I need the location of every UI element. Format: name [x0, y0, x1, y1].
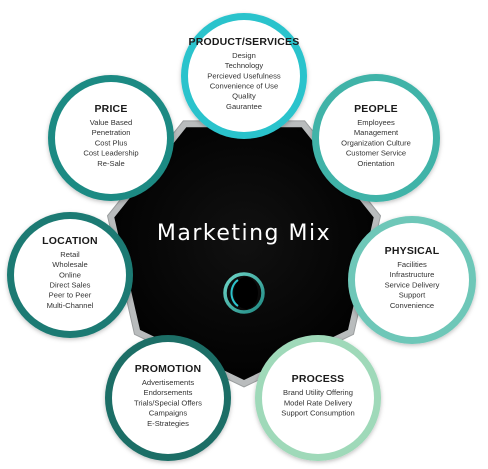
segment-item: Design	[232, 51, 256, 60]
segment-item: Management	[354, 128, 399, 137]
segment-item: Peer to Peer	[49, 291, 92, 300]
segment-title: PHYSICAL	[385, 245, 440, 257]
segment-face	[112, 342, 224, 454]
segment-item: Cost Plus	[95, 138, 128, 147]
segment-item: Organization Culture	[341, 138, 411, 147]
segment-face	[14, 219, 126, 331]
segment-item: Penetration	[92, 128, 131, 137]
segment-item: Brand Utility Offering	[283, 388, 353, 397]
segment-item: Multi-Channel	[47, 301, 94, 310]
segment-item: Support	[399, 291, 426, 300]
segment-face	[188, 20, 300, 132]
segment-title: LOCATION	[42, 235, 98, 247]
hub-body	[114, 127, 374, 380]
segment-item: Percieved Usefulness	[207, 71, 281, 80]
segment-item: Infrastructure	[390, 270, 435, 279]
segment-item: Support Consumption	[281, 409, 354, 418]
segment-item: Model Rate Delivery	[284, 398, 353, 407]
segment-item: Trials/Special Offers	[134, 398, 202, 407]
segment-item: E-Strategies	[147, 419, 189, 428]
segment-item: Value Based	[90, 118, 133, 127]
segment-item: Campaigns	[149, 409, 188, 418]
segment-title: PROCESS	[292, 373, 345, 385]
segment-item: Service Delivery	[385, 280, 440, 289]
segment-item: Wholesale	[52, 260, 87, 269]
diagram-title: Marketing Mix	[157, 221, 331, 246]
segment-title: PROMOTION	[135, 363, 202, 375]
center-hub: Marketing Mix	[106, 120, 382, 388]
segment-item: Convenience of Use	[210, 82, 278, 91]
segment-item: Retail	[60, 250, 80, 259]
segment-title: PRICE	[94, 103, 127, 115]
segment-title: PEOPLE	[354, 103, 398, 115]
segment-face	[55, 82, 167, 194]
segment-promotion: PROMOTION AdvertisementsEndorsementsTrial…	[105, 335, 231, 461]
segment-item: Cost Leadership	[83, 149, 138, 158]
segment-item: Advertisements	[142, 378, 195, 387]
segment-item: Re-Sale	[97, 159, 124, 168]
segment-face	[262, 342, 374, 454]
segment-product-services: PRODUCT/SERVICES DesignTechnologyPercieve…	[181, 13, 307, 139]
segment-group: PRODUCT/SERVICES DesignTechnologyPercieve…	[7, 13, 476, 461]
segment-physical: PHYSICAL FacilitiesInfrastructureService …	[348, 216, 476, 344]
segment-item: Technology	[225, 61, 264, 70]
segment-item: Online	[59, 270, 81, 279]
segment-item: Direct Sales	[50, 281, 91, 290]
segment-item: Facilities	[397, 260, 427, 269]
segment-title: PRODUCT/SERVICES	[189, 36, 300, 48]
segment-item: Endorsements	[144, 388, 193, 397]
brand-logo-icon	[223, 272, 265, 314]
segment-item: Customer Service	[346, 149, 406, 158]
segment-item: Employees	[357, 118, 395, 127]
segment-item: Convenience	[390, 301, 434, 310]
segment-item: Orientation	[357, 159, 394, 168]
segment-item: Gaurantee	[226, 102, 262, 111]
segment-face	[355, 223, 469, 337]
segment-item: Quality	[232, 92, 256, 101]
segment-face	[319, 81, 433, 195]
